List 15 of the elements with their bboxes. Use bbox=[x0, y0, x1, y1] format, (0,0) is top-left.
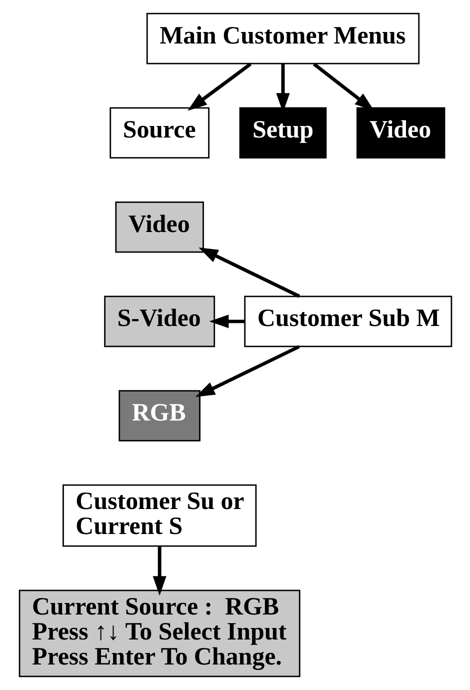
node-box: Main Customer Menus bbox=[146, 12, 420, 64]
node-box: Setup bbox=[238, 107, 326, 158]
arrow bbox=[152, 546, 166, 596]
arrow bbox=[187, 62, 252, 111]
arrow bbox=[198, 247, 300, 298]
arrow bbox=[194, 345, 300, 397]
node-box: Video bbox=[114, 202, 204, 253]
node-box: Source bbox=[109, 107, 209, 158]
arrow bbox=[208, 314, 244, 328]
node-box: Current Source : RGB Press ↑↓ To Select Input Press Enter To Change. bbox=[18, 590, 300, 678]
node-box: Customer Su or Current S bbox=[62, 484, 256, 547]
node-box: RGB bbox=[118, 390, 200, 442]
node-box: S-Video bbox=[104, 296, 215, 348]
node-box: Video bbox=[356, 107, 445, 158]
node-box: Customer Sub M bbox=[244, 296, 452, 348]
